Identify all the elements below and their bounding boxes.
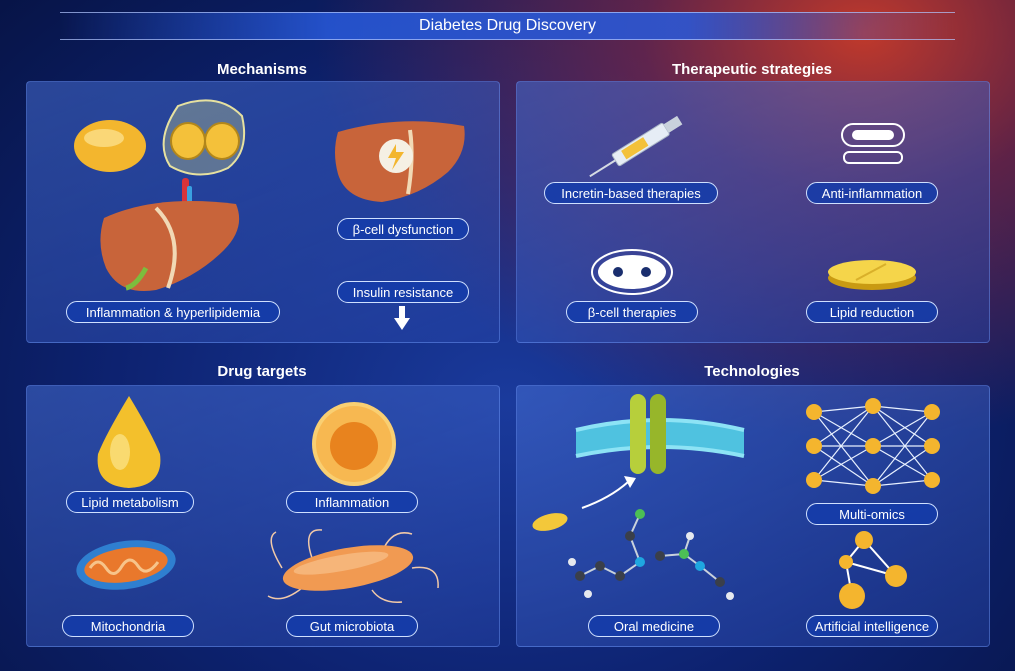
mitochondrion-icon xyxy=(76,540,176,590)
mechanisms-title: Mechanisms xyxy=(216,61,308,78)
label-inflammation-hyperlipidemia: Inflammation & hyperlipidemia xyxy=(66,301,280,323)
capsule-icon xyxy=(841,123,905,164)
label-incretin-based-therapies: Incretin-based therapies xyxy=(544,182,718,204)
ai-graph-icon xyxy=(839,531,907,609)
label-anti-inflammation: Anti-inflammation xyxy=(806,182,938,204)
technologies-title: Technologies xyxy=(704,363,800,380)
liver-icon xyxy=(335,121,465,202)
fat-cell-icon xyxy=(74,120,146,172)
label-gut-microbiota: Gut microbiota xyxy=(286,615,418,637)
lipid-droplet-icon xyxy=(97,396,161,488)
tablet-icon xyxy=(828,260,916,290)
page-title: Diabetes Drug Discovery xyxy=(60,12,955,40)
therapeutic-panel xyxy=(516,81,990,343)
drug-targets-title: Drug targets xyxy=(217,363,307,380)
label-lipid-metabolism: Lipid metabolism xyxy=(66,491,194,513)
drug-targets-panel xyxy=(26,385,500,647)
membrane-receptor-icon xyxy=(575,394,745,474)
label-beta-cell-therapies: β-cell therapies xyxy=(566,301,698,323)
lightning-icon xyxy=(388,144,404,170)
therapeutic-strategies-title: Therapeutic strategies xyxy=(671,61,833,78)
network-icon xyxy=(806,398,940,494)
immune-cell-icon xyxy=(312,402,396,486)
bacterium-icon xyxy=(267,529,439,603)
syringe-icon xyxy=(589,115,683,178)
tablet-icon xyxy=(532,513,568,531)
arrow-icon xyxy=(581,476,636,509)
label-insulin-resistance: Insulin resistance xyxy=(337,281,469,303)
label-multi-omics: Multi-omics xyxy=(806,503,938,525)
label-oral-medicine: Oral medicine xyxy=(588,615,720,637)
liver-icon xyxy=(100,201,240,292)
label-lipid-reduction: Lipid reduction xyxy=(806,301,938,323)
islet-icon xyxy=(162,99,246,176)
arrow-down-icon xyxy=(394,306,410,330)
islet-cell-icon xyxy=(591,249,673,295)
molecule-icon xyxy=(568,509,734,600)
label-inflammation: Inflammation xyxy=(286,491,418,513)
label-artificial-intelligence: Artificial intelligence xyxy=(806,615,938,637)
label-mitochondria: Mitochondria xyxy=(62,615,194,637)
label-beta-cell-dysfunction: β-cell dysfunction xyxy=(337,218,469,240)
